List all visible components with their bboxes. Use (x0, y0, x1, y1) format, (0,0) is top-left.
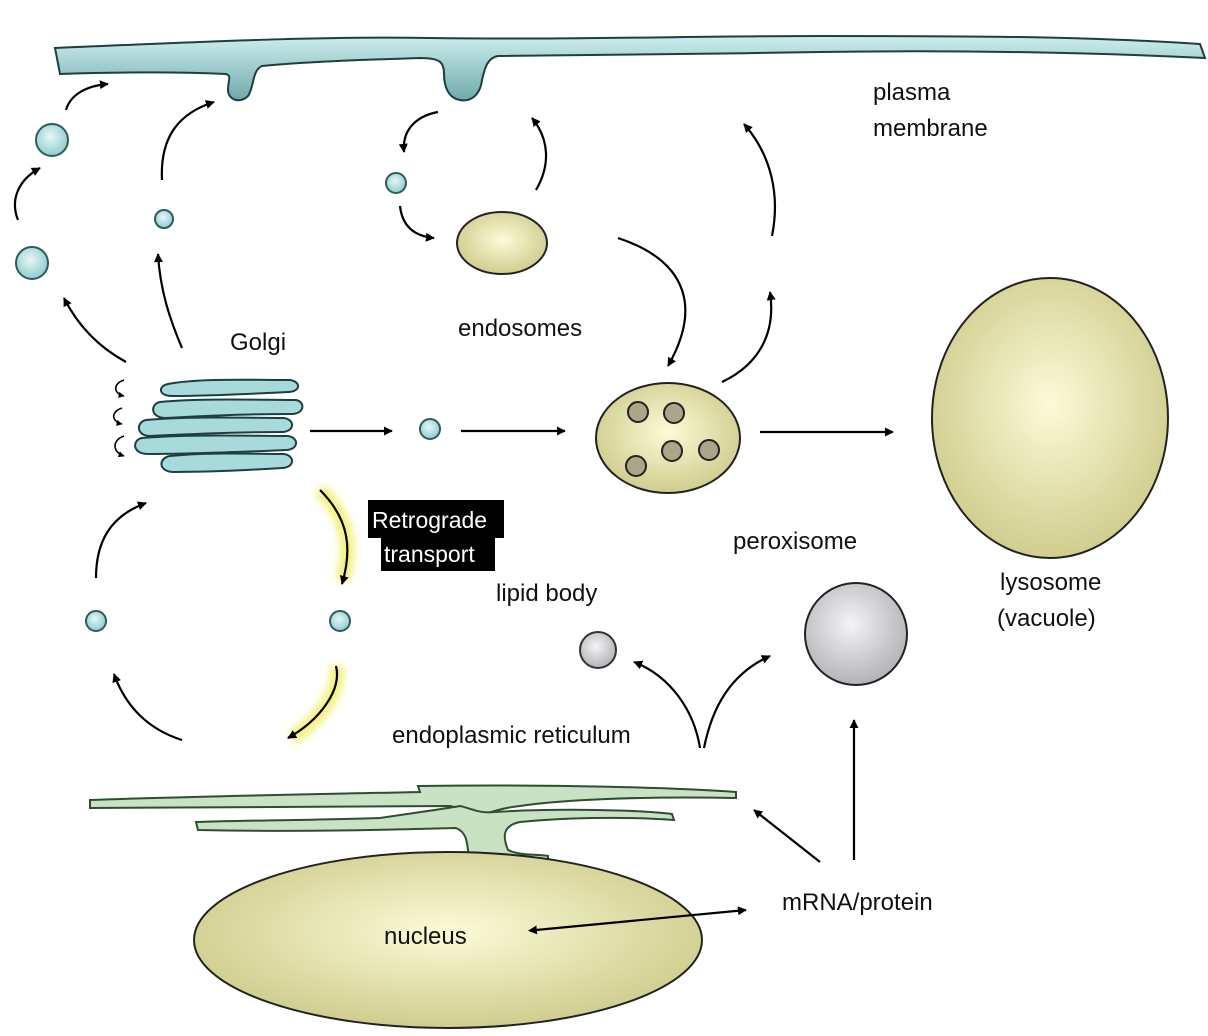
retrograde-label-line2: transport (384, 541, 475, 567)
lysosome-label-line2: (vacuole) (997, 605, 1096, 632)
intra-golgi-arrow-2 (112, 407, 123, 426)
peroxisome (804, 582, 908, 686)
intraluminal-vesicle-4 (698, 439, 720, 461)
intra-golgi-arrow-1 (114, 379, 125, 398)
intraluminal-vesicle-1 (627, 401, 649, 423)
retrograde-label-box-1 (368, 500, 504, 538)
lysosome-vacuole (931, 277, 1169, 559)
retrograde-label-line1: Retrograde (372, 507, 487, 533)
endosome (456, 211, 548, 275)
arrow-golgi-to-vesicle (63, 297, 127, 363)
arrow-golgi-to-small-vesicle (153, 253, 184, 349)
endosomes-label: endosomes (458, 315, 582, 342)
arrow-vesicle-to-vesicle (13, 167, 41, 221)
arrow-late-endosome-recycling (721, 291, 776, 383)
lysosome-label-line1: lysosome (1000, 569, 1101, 596)
plasma-membrane-label-line1: plasma (873, 79, 951, 106)
lipid-body-label: lipid body (496, 580, 597, 607)
arrow-endosome-to-late-endosome (617, 236, 687, 367)
retrograde-vesicle (329, 610, 351, 632)
arrow-vesicle-to-membrane (64, 80, 109, 111)
intraluminal-vesicle-5 (625, 455, 647, 477)
plasma-membrane-label-line2: membrane (873, 115, 988, 142)
plasma-membrane (53, 34, 1207, 102)
endoplasmic-reticulum-label: endoplasmic reticulum (392, 722, 631, 749)
arrow-er-to-vesicle (112, 673, 183, 742)
arrow-er-to-peroxisome (702, 654, 771, 749)
secretory-vesicle-lower (15, 246, 49, 280)
secretory-vesicle-upper (35, 123, 69, 157)
arrow-nucleus-mrna-bidirectional (527, 906, 747, 935)
lipid-body (579, 631, 617, 669)
arrow-to-plasma-membrane-right (743, 123, 777, 237)
nucleus (193, 851, 703, 1029)
arrow-vesicle-to-endosome (398, 205, 435, 242)
late-endosome-multivesicular-body (595, 382, 741, 494)
golgi-label: Golgi (230, 329, 286, 356)
arrow-er-to-lipid-body (633, 660, 702, 749)
arrow-membrane-to-endocytic-vesicle (398, 110, 439, 153)
intra-golgi-arrow-3 (114, 435, 125, 458)
nucleus-label: nucleus (384, 923, 467, 950)
endoplasmic-reticulum (89, 784, 737, 863)
golgi-apparatus (134, 378, 304, 474)
intraluminal-vesicle-3 (661, 440, 683, 462)
er-to-golgi-vesicle (85, 610, 107, 632)
intraluminal-vesicle-2 (663, 402, 685, 424)
retrograde-arrow-golgi-to-vesicle (319, 489, 349, 585)
arrow-endosome-to-membrane (531, 117, 548, 191)
arrow-vesicle-to-membrane-invagination (160, 100, 215, 181)
retrograde-arrow-vesicle-to-er (287, 665, 339, 739)
retrograde-label-box-2 (381, 538, 495, 571)
transport-vesicle-middle (419, 418, 441, 440)
endocytic-vesicle (385, 172, 407, 194)
small-vesicle-golgi-up (154, 209, 174, 229)
arrow-vesicle-to-golgi (94, 501, 147, 579)
mrna-protein-label: mRNA/protein (782, 889, 933, 916)
peroxisome-label: peroxisome (733, 528, 857, 555)
arrow-mrna-to-er (753, 809, 821, 863)
